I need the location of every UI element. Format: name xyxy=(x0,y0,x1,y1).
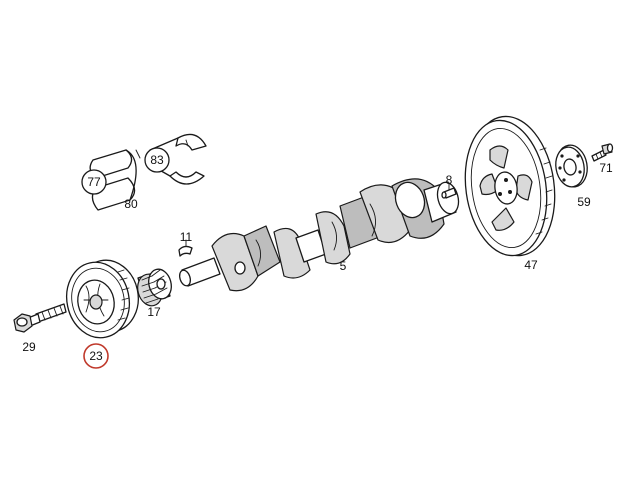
callout-label-5[interactable]: 5 xyxy=(340,259,347,273)
flywheel-spacer-plate xyxy=(555,144,588,188)
callout-label-8[interactable]: 8 xyxy=(446,173,453,187)
callout-circle-77[interactable] xyxy=(81,169,107,195)
crankshaft-gear xyxy=(137,268,172,307)
woodruff-key xyxy=(178,239,193,257)
callout-label-83: 83 xyxy=(150,153,164,167)
callout-label-29[interactable]: 29 xyxy=(22,340,36,354)
flywheel-drive-plate xyxy=(464,115,556,257)
callout-label-23[interactable]: 23 xyxy=(89,349,103,363)
crankshaft xyxy=(178,178,460,292)
callout-label-59[interactable]: 59 xyxy=(577,195,591,209)
dowel-pin xyxy=(441,183,457,199)
pulley-bolt xyxy=(13,303,67,333)
callout-label-80[interactable]: 80 xyxy=(124,197,138,211)
highlight-ring-23[interactable] xyxy=(83,343,109,369)
callout-label-77: 77 xyxy=(87,175,101,189)
callout-label-17[interactable]: 17 xyxy=(147,305,161,319)
callout-label-71[interactable]: 71 xyxy=(599,161,613,175)
callout-circle-83[interactable] xyxy=(144,147,170,173)
callout-label-47[interactable]: 47 xyxy=(524,258,538,272)
bearing-shells-group xyxy=(89,133,207,211)
flywheel-bolt xyxy=(591,143,614,162)
vibration-damper-pulley xyxy=(66,259,139,339)
callout-label-11[interactable]: 11 xyxy=(180,230,193,244)
